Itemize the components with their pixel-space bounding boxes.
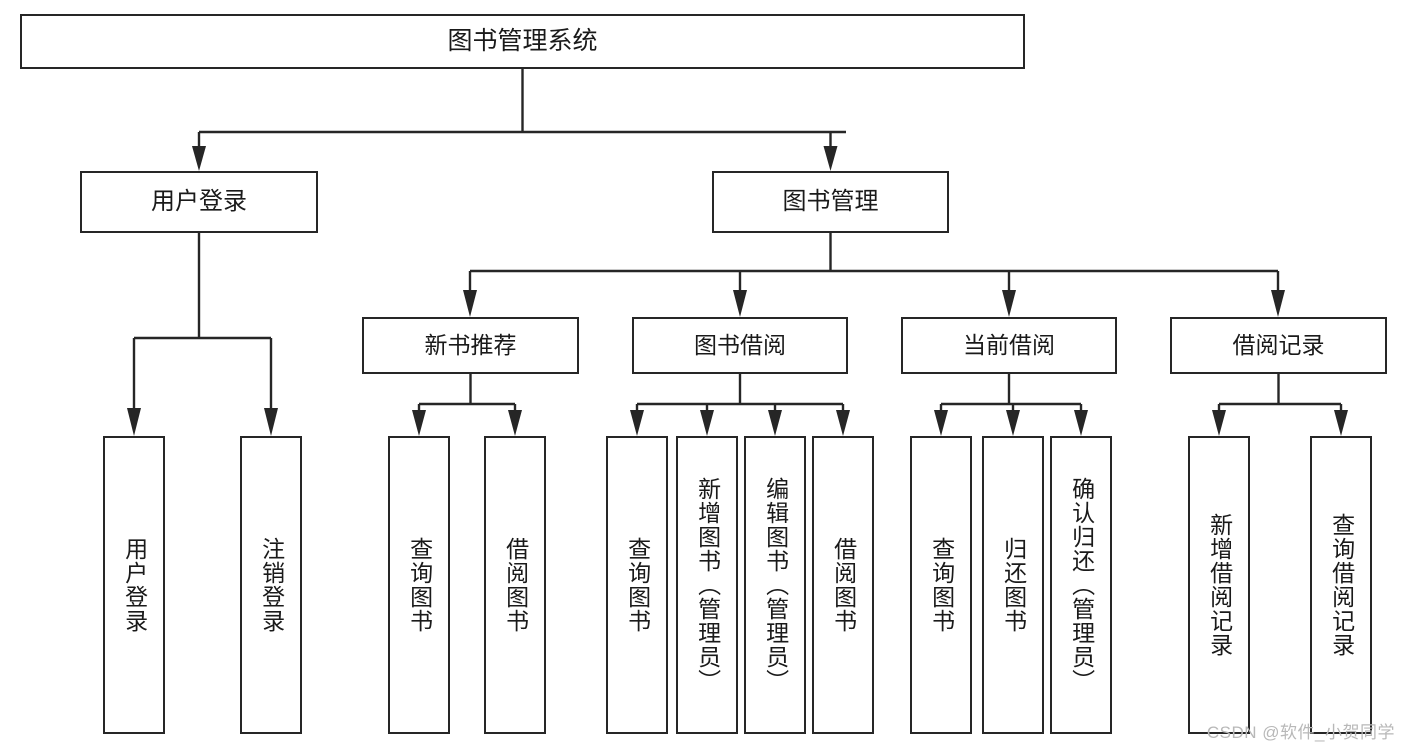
node-label: 编辑图书（管理员） <box>762 477 789 693</box>
node-label: 查询图书 <box>406 537 433 633</box>
leaf-borrow-book[interactable]: 借阅图书 <box>812 436 874 734</box>
node-book-management-system[interactable]: 图书管理系统 <box>20 14 1025 69</box>
node-label: 图书借阅 <box>694 331 786 358</box>
node-label: 确认归还（管理员） <box>1068 477 1095 693</box>
node-book-borrow[interactable]: 图书借阅 <box>632 317 848 374</box>
node-label: 注销登录 <box>258 537 285 633</box>
node-label: 查询借阅记录 <box>1328 513 1355 657</box>
node-label: 新书推荐 <box>424 331 517 358</box>
leaf-logout[interactable]: 注销登录 <box>240 436 302 734</box>
node-label: 借阅图书 <box>502 537 529 633</box>
leaf-edit-book-admin[interactable]: 编辑图书（管理员） <box>744 436 806 734</box>
leaf-confirm-return-admin[interactable]: 确认归还（管理员） <box>1050 436 1112 734</box>
node-label: 归还图书 <box>1000 537 1027 633</box>
leaf-user-login[interactable]: 用户登录 <box>103 436 165 734</box>
leaf-add-borrow-record[interactable]: 新增借阅记录 <box>1188 436 1250 734</box>
node-book-management[interactable]: 图书管理 <box>712 171 949 233</box>
node-label: 查询图书 <box>624 537 651 633</box>
node-user-login[interactable]: 用户登录 <box>80 171 318 233</box>
leaf-query-book-borrow[interactable]: 查询图书 <box>606 436 668 734</box>
node-label: 图书管理 <box>782 187 879 215</box>
leaf-query-book-current[interactable]: 查询图书 <box>910 436 972 734</box>
node-label: 当前借阅 <box>963 331 1055 358</box>
node-label: 借阅记录 <box>1232 331 1325 358</box>
node-current-borrow[interactable]: 当前借阅 <box>901 317 1117 374</box>
node-label: 借阅图书 <box>830 537 857 633</box>
leaf-borrow-book-recommend[interactable]: 借阅图书 <box>484 436 546 734</box>
leaf-query-book-recommend[interactable]: 查询图书 <box>388 436 450 734</box>
node-label: 用户登录 <box>151 187 247 215</box>
csdn-watermark: CSDN @软件_小贺同学 <box>1206 723 1395 742</box>
node-label: 用户登录 <box>121 537 148 633</box>
leaf-add-book-admin[interactable]: 新增图书（管理员） <box>676 436 738 734</box>
node-new-book-recommend[interactable]: 新书推荐 <box>362 317 579 374</box>
leaf-query-borrow-record[interactable]: 查询借阅记录 <box>1310 436 1372 734</box>
leaf-return-book[interactable]: 归还图书 <box>982 436 1044 734</box>
node-label: 查询图书 <box>928 537 955 633</box>
node-label: 新增借阅记录 <box>1206 513 1233 657</box>
node-borrow-record[interactable]: 借阅记录 <box>1170 317 1387 374</box>
node-label: 图书管理系统 <box>447 26 598 55</box>
node-label: 新增图书（管理员） <box>694 477 721 693</box>
